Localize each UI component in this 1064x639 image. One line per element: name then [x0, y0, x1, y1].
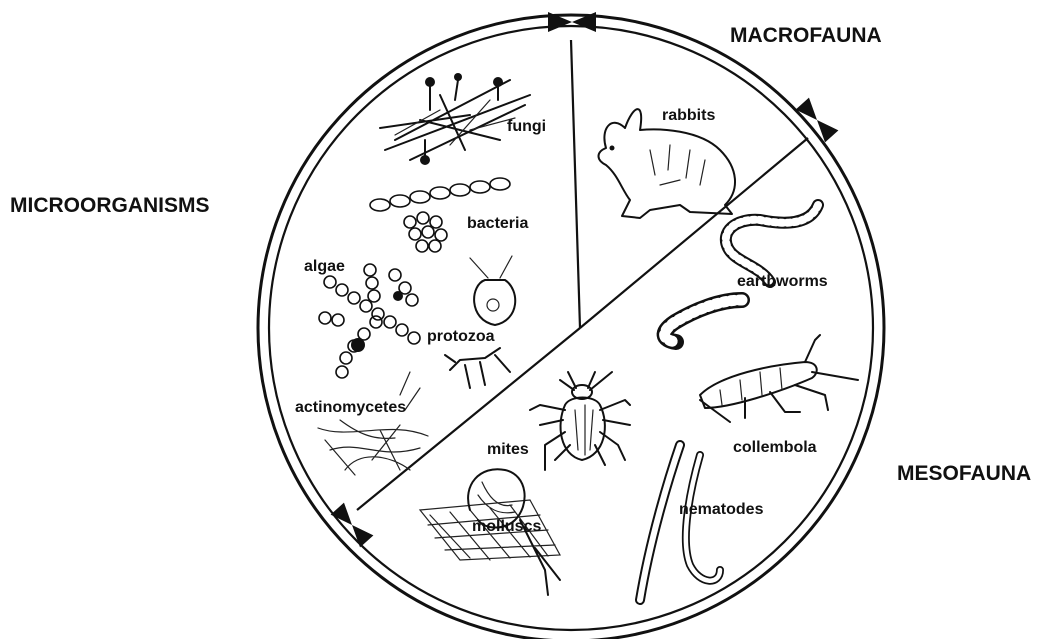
- divider-micro-macro: [571, 40, 580, 328]
- nematode-icon: [640, 445, 720, 600]
- divider-meso-micro: [357, 328, 580, 510]
- actinomycetes-icon: [318, 372, 428, 475]
- mite-icon: [530, 372, 630, 470]
- label-nematodes: nematodes: [679, 501, 764, 518]
- bowtie-marker-icon: [331, 503, 374, 548]
- label-protozoa: protozoa: [427, 328, 495, 345]
- rabbit-icon: [599, 109, 736, 218]
- label-collembola: collembola: [733, 439, 817, 456]
- label-earthworms: earthworms: [737, 273, 828, 290]
- label-fungi: fungi: [507, 118, 546, 135]
- group-label-microorganisms: MICROORGANISMS: [10, 194, 210, 217]
- label-mites: mites: [487, 441, 529, 458]
- label-molluscs: molluscs: [472, 518, 541, 535]
- label-algae: algae: [304, 258, 345, 275]
- label-actinomycetes: actinomycetes: [295, 399, 406, 416]
- protozoa-icon: [445, 256, 515, 388]
- algae-icon: [319, 264, 420, 378]
- divider-macro-meso: [580, 138, 808, 328]
- label-rabbits: rabbits: [662, 107, 715, 124]
- group-label-mesofauna: MESOFAUNA: [897, 462, 1031, 485]
- outer-ring: [258, 15, 884, 639]
- label-bacteria: bacteria: [467, 215, 528, 232]
- collembola-icon: [700, 335, 858, 422]
- group-label-macrofauna: MACROFAUNA: [730, 24, 882, 47]
